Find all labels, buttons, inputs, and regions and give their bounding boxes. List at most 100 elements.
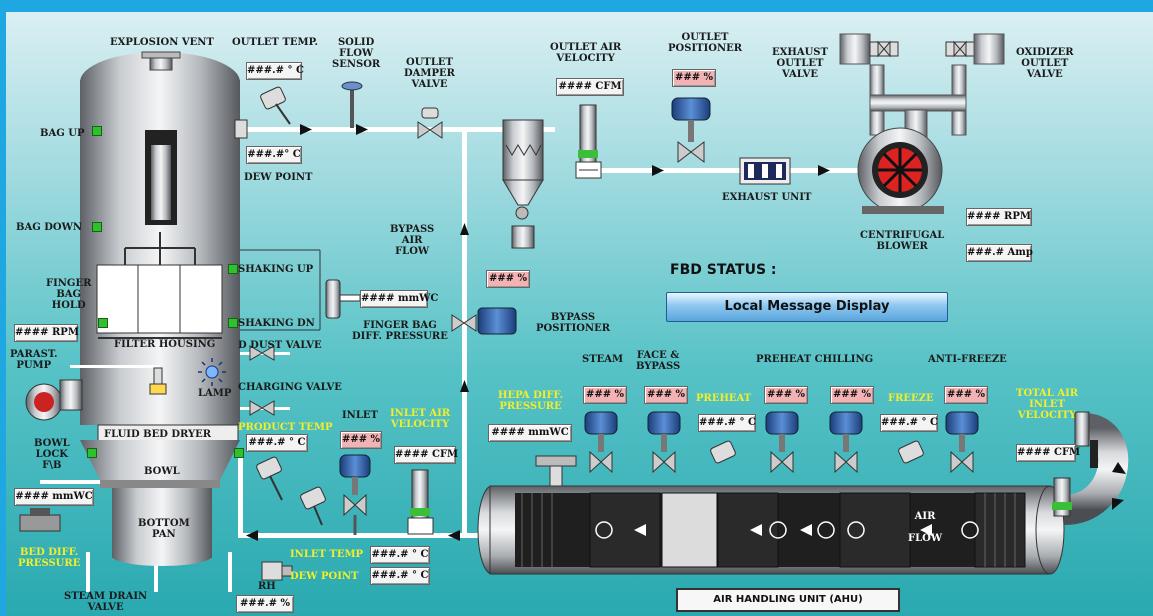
air-handling-unit bbox=[477, 411, 1129, 575]
outlet-damper-valve bbox=[417, 107, 443, 139]
rh-label: RH bbox=[258, 581, 276, 592]
freeze-label: FREEZE bbox=[888, 393, 934, 404]
face-bypass-readout: ### % bbox=[644, 386, 688, 404]
d-dust-valve-label: D DUST VALVE bbox=[238, 340, 322, 351]
steam-label: STEAM bbox=[582, 354, 624, 365]
inlet-air-velocity-sensor bbox=[407, 469, 434, 535]
dew-point-top-label: DEW POINT bbox=[244, 172, 313, 183]
shaking-dn-label: SHAKING DN bbox=[238, 318, 315, 329]
fbd-status-title: FBD STATUS : bbox=[670, 262, 777, 278]
dew-point-top-readout: ###.#° C bbox=[246, 146, 302, 164]
inlet-temp-label: INLET TEMP bbox=[290, 549, 364, 560]
pump-rpm-readout: #### RPM bbox=[14, 324, 79, 342]
rh-readout: ###.# % bbox=[236, 595, 294, 613]
ahu-label: AIR HANDLING UNIT (AHU) bbox=[676, 588, 900, 612]
hepa-dp-readout: #### mmWC bbox=[488, 424, 572, 442]
outlet-temp-label: OUTLET TEMP. bbox=[232, 37, 318, 48]
preheat-label: PREHEAT bbox=[696, 393, 752, 404]
dew-point-bottom-label: DEW POINT bbox=[290, 571, 359, 582]
shaking-up-label: SHAKING UP bbox=[238, 264, 314, 275]
explosion-vent-label: EXPLOSION VENT bbox=[110, 37, 214, 48]
freeze-temp-readout: ###.# ° C bbox=[880, 414, 938, 432]
bowl-label: BOWL bbox=[144, 466, 180, 477]
inlet-temp-readout: ###.# ° C bbox=[370, 546, 430, 564]
outlet-air-velocity-readout: #### CFM bbox=[556, 78, 624, 96]
inlet-readout: ### % bbox=[340, 431, 382, 449]
product-temp-sensors bbox=[256, 456, 326, 526]
solid-flow-sensor bbox=[341, 81, 363, 128]
blower-rpm-readout: #### RPM bbox=[966, 208, 1032, 226]
left-accent-bar bbox=[0, 0, 6, 616]
outlet-temp-sensor bbox=[260, 86, 291, 125]
dew-point-bottom-readout: ###.# ° C bbox=[370, 567, 430, 585]
preheat-temp-readout: ###.# ° C bbox=[698, 414, 756, 432]
ahu-valves bbox=[535, 411, 979, 487]
inlet-temp-rh-sensor bbox=[261, 561, 293, 581]
hepa-diff-pressure-label: HEPA DIFF.PRESSURE bbox=[498, 390, 564, 412]
exhaust-unit bbox=[739, 157, 791, 185]
bypass-readout: ### % bbox=[486, 270, 530, 288]
bed-dp-readout: #### mmWC bbox=[14, 488, 94, 506]
parast-pump bbox=[25, 365, 167, 421]
product-temp-readout: ###.# ° C bbox=[246, 434, 308, 452]
bag-up-label: BAG UP bbox=[40, 128, 85, 139]
cyclone-filter bbox=[502, 119, 544, 249]
finger-bag-hold-indicator bbox=[98, 318, 108, 328]
bypass-positioner-valve bbox=[451, 307, 517, 335]
inlet-air-cfm-readout: #### CFM bbox=[394, 446, 458, 464]
finger-bag-dp-readout: #### mmWC bbox=[360, 290, 438, 308]
lamp-label: LAMP bbox=[198, 388, 232, 399]
top-accent-bar bbox=[0, 0, 1153, 12]
preheat-readout: ### % bbox=[764, 386, 808, 404]
charging-valve bbox=[240, 400, 290, 416]
lamp bbox=[198, 358, 226, 386]
outlet-positioner-readout: ### % bbox=[672, 69, 716, 87]
anti-freeze-readout: ### % bbox=[944, 386, 988, 404]
outlet-air-velocity-sensor bbox=[575, 104, 602, 179]
bag-down-indicator bbox=[92, 222, 102, 232]
charging-valve-label: CHARGING VALVE bbox=[238, 382, 342, 393]
bag-up-indicator bbox=[92, 126, 102, 136]
shaking-dn-indicator bbox=[228, 318, 238, 328]
shaking-up-indicator bbox=[228, 264, 238, 274]
d-dust-valve bbox=[240, 345, 290, 361]
chilling-readout: ### % bbox=[830, 386, 874, 404]
inlet-valve bbox=[339, 454, 371, 535]
preheat-chilling-label: PREHEAT CHILLING bbox=[756, 354, 874, 365]
exhaust-unit-label: EXHAUST UNIT bbox=[722, 192, 812, 203]
finger-bag-dp-transmitter bbox=[240, 249, 361, 331]
outlet-temp-readout: ###.# ° C bbox=[246, 62, 304, 80]
product-temp-label: PRODUCT TEMP bbox=[238, 422, 333, 433]
inlet-duct bbox=[40, 451, 490, 592]
bed-diff-pressure-label: BED DIFF.PRESSURE bbox=[18, 547, 81, 569]
filter-housing-label: FILTER HOUSING bbox=[114, 339, 216, 350]
inlet-label: INLET bbox=[342, 410, 378, 421]
fluid-bed-dryer-label: FLUID BED DRYER bbox=[104, 429, 212, 440]
anti-freeze-label: ANTI-FREEZE bbox=[928, 354, 1007, 365]
bowl-lock-indicator bbox=[87, 448, 97, 458]
fluid-bed-dryer-tower bbox=[80, 51, 248, 566]
bag-down-label: BAG DOWN bbox=[16, 222, 82, 233]
local-message-display: Local Message Display bbox=[666, 292, 948, 322]
outlet-positioner-valve bbox=[671, 97, 711, 164]
bed-dp-transmitter bbox=[19, 508, 61, 532]
bowl-indicator bbox=[234, 448, 244, 458]
total-air-cfm-readout: #### CFM bbox=[1016, 444, 1080, 462]
